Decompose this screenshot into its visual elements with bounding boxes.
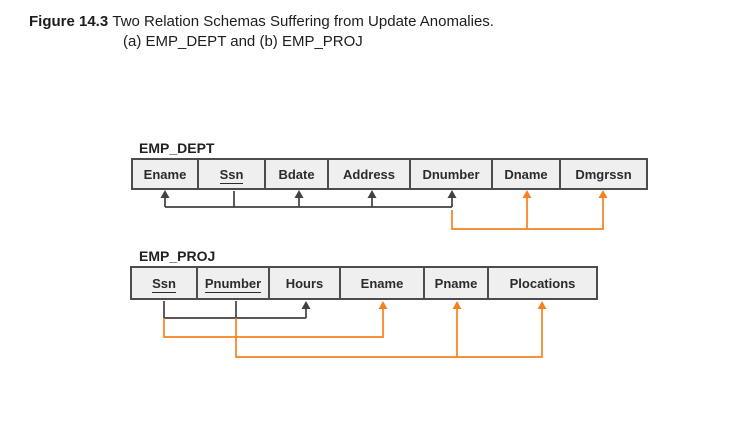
key-attribute-label: Ssn [152,275,176,293]
attribute-cell-plocations: Plocations [487,266,598,300]
fd-empproj-key-arrows [163,301,311,319]
fd-line [235,307,543,358]
attribute-cell-dname: Dname [491,158,561,190]
attribute-label: Ename [360,275,404,291]
relation-schema-emp-dept: Ename Ssn Bdate Address Dnumber Dname Dm… [131,158,648,190]
arrowhead-up-icon [301,301,311,309]
attribute-cell-hours: Hours [268,266,341,300]
arrowhead-up-icon [160,190,170,198]
arrowhead-up-icon [294,190,304,198]
fd-line [451,196,604,230]
figure-number: Figure 14.3 [29,13,109,30]
attribute-cell-ssn: Ssn [197,158,266,190]
attribute-label: Pname [434,275,478,291]
key-attribute-label: Ssn [219,166,244,184]
arrowhead-up-icon [598,190,608,198]
arrowhead-up-icon [367,190,377,198]
figure-subtitle: (a) EMP_DEPT and (b) EMP_PROJ [123,32,363,50]
attribute-label: Plocations [509,275,576,291]
figure-title: Two Relation Schemas Suffering from Upda… [112,13,494,30]
figure-caption: Figure 14.3 Two Relation Schemas Sufferi… [29,12,494,51]
arrowhead-up-icon [537,301,547,309]
attribute-label: Dname [504,166,548,182]
attribute-cell-address: Address [327,158,411,190]
fd-empdept-dnumber-arrows [451,190,608,230]
fd-empproj-pnumber-arrows [235,301,547,358]
attribute-cell-ssn: Ssn [130,266,198,300]
attribute-label: Bdate [278,166,315,182]
arrowhead-up-icon [378,301,388,309]
arrowhead-up-icon [522,190,532,198]
attribute-cell-dmgrssn: Dmgrssn [559,158,648,190]
attribute-label: Dnumber [422,166,480,182]
table-name-emp-dept: EMP_DEPT [139,140,215,156]
attribute-cell-dnumber: Dnumber [409,158,493,190]
attribute-label: Address [342,166,396,182]
fd-empdept-ssn-arrows [160,190,457,208]
attribute-label: Ename [143,166,187,182]
attribute-label: Hours [285,275,324,291]
fd-line [164,191,453,208]
attribute-cell-ename: Ename [339,266,425,300]
arrowhead-up-icon [447,190,457,198]
relation-schema-emp-proj: Ssn Pnumber Hours Ename Pname Plocations [130,266,598,300]
arrowhead-up-icon [452,301,462,309]
attribute-cell-pname: Pname [423,266,489,300]
attribute-cell-bdate: Bdate [264,158,329,190]
fd-line [163,301,307,319]
attribute-label: Dmgrssn [575,166,632,182]
fd-empproj-ssn-arrows [163,301,388,338]
figure-caption-line1: Figure 14.3 Two Relation Schemas Sufferi… [29,12,494,32]
fd-line [163,307,384,338]
attribute-cell-ename: Ename [131,158,199,190]
table-name-emp-proj: EMP_PROJ [139,248,216,264]
attribute-cell-pnumber: Pnumber [196,266,270,300]
key-attribute-label: Pnumber [204,275,262,293]
